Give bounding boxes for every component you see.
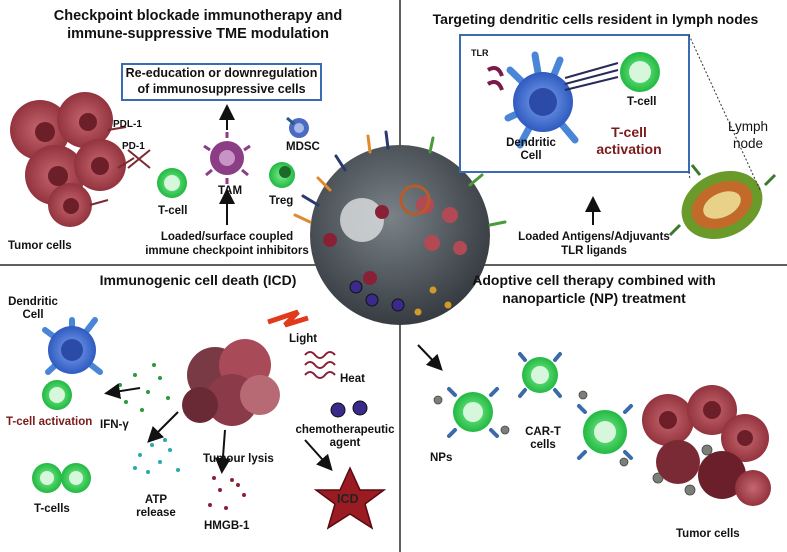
tumor-cell-icon: [182, 339, 280, 426]
tumor-cells-label-br: Tumor cells: [676, 528, 740, 540]
chemo-label: chemotherapeutic agent: [294, 424, 396, 450]
t-cell-icon: [620, 52, 660, 92]
ifn-dots-icon: [118, 363, 170, 412]
quadrant-title-bl: Immunogenic cell death (ICD): [99, 272, 297, 288]
chemo-line2: agent: [329, 437, 361, 449]
dendritic-cell-icon: [42, 317, 103, 375]
t-cell-icon: [157, 168, 187, 198]
nps-label: NPs: [430, 452, 453, 464]
activation-tr-line2: activation: [596, 141, 662, 157]
tumour-lysis-label: Tumour lysis: [203, 453, 274, 465]
lymph-node-label: Lymph node: [718, 118, 778, 152]
atp-dots-icon: [133, 438, 180, 474]
reeducation-box: Re-education or downregulation of immuno…: [121, 63, 322, 101]
box-line1: Re-education or downregulation: [125, 66, 318, 80]
tam-icon: [203, 132, 251, 184]
cart-line1: CAR-T: [525, 426, 561, 438]
dendritic-cell-icon: [504, 51, 579, 149]
loaded-inhibitors-line1: Loaded/surface coupled: [160, 231, 294, 243]
hmgb-label: HMGB-1: [204, 520, 250, 532]
loaded-inhibitors-line2: immune checkpoint inhibitors: [145, 245, 309, 257]
tcell-label-tl: T-cell: [158, 205, 188, 217]
nanoparticle-icon: [293, 130, 507, 325]
tcell-label-tr: T-cell: [627, 96, 657, 108]
pdl1-label: PDL-1: [113, 119, 142, 130]
mdsc-label: MDSC: [286, 141, 320, 153]
atp-label: ATP release: [126, 494, 186, 520]
activation-tr-line1: T-cell: [611, 124, 647, 140]
dendritic-label-tr: Dendritic Cell: [500, 137, 562, 163]
car-t-cell-icon: [447, 352, 633, 460]
chemo-line1: chemotherapeutic: [295, 424, 395, 436]
title-br-line1: Adoptive cell therapy combined with: [472, 272, 716, 288]
lymph-node-icon: [668, 164, 777, 240]
dendritic-label-bl: Dendritic Cell: [5, 296, 61, 322]
quadrant-title-br: Adoptive cell therapy combined with nano…: [405, 271, 783, 307]
tcell-activation-label: T-cell activation: [6, 416, 93, 428]
treg-icon: [269, 162, 295, 188]
cart-line2: cells: [530, 439, 556, 451]
quadrant-title-tr: Targeting dendritic cells resident in ly…: [432, 11, 759, 27]
atp-line2: release: [136, 507, 176, 519]
icd-label: ICD: [337, 492, 359, 506]
pd1-label: PD-1: [122, 141, 145, 152]
chemo-icon: [330, 400, 368, 418]
dendritic-bl-line2: Cell: [22, 309, 44, 321]
hmgb-dots-icon: [208, 476, 246, 510]
t-cell-icon: [32, 463, 91, 493]
cart-label: CAR-T cells: [518, 426, 568, 452]
heat-wave-icon: [304, 351, 336, 379]
title-tl-line1: Checkpoint blockade immunotherapy and: [53, 8, 343, 24]
tumor-cells-label-tl: Tumor cells: [8, 240, 72, 252]
tcells-label: T-cells: [34, 503, 70, 515]
tlr-label: TLR: [471, 48, 489, 58]
title-tl-line2: immune-suppressive TME modulation: [67, 26, 329, 42]
loaded-inhibitors-label: Loaded/surface coupled immune checkpoint…: [143, 230, 311, 258]
t-cell-icon: [42, 380, 72, 410]
dendritic-bl-line1: Dendritic: [8, 296, 58, 308]
dendritic-tr-line2: Cell: [520, 150, 542, 162]
loaded-antigens-line2: TLR ligands: [561, 245, 627, 257]
heat-label: Heat: [340, 373, 365, 385]
tlr-icon: [486, 66, 504, 91]
loaded-antigens-line1: Loaded Antigens/Adjuvants: [518, 231, 670, 243]
title-br-line2: nanoparticle (NP) treatment: [502, 290, 686, 306]
atp-line1: ATP: [144, 494, 168, 506]
activation-label-tr: T-cell activation: [588, 124, 670, 158]
ifn-label: IFN-γ: [100, 419, 129, 431]
treg-label: Treg: [269, 195, 294, 207]
mdsc-icon: [286, 116, 309, 138]
tumor-cell-icon: [642, 385, 771, 506]
tumor-cell-icon: [10, 92, 126, 227]
lymph-line2: node: [732, 136, 764, 151]
box-line2: of immunosuppressive cells: [137, 82, 306, 96]
light-label: Light: [289, 333, 318, 345]
pd1-block-icon: [127, 149, 151, 169]
dendritic-tr-line1: Dendritic: [506, 137, 556, 149]
tam-label: TAM: [218, 185, 243, 197]
quadrant-title-tl: Checkpoint blockade immunotherapy and im…: [18, 7, 378, 43]
loaded-antigens-label: Loaded Antigens/Adjuvants TLR ligands: [506, 230, 682, 258]
lightning-icon: [267, 309, 309, 328]
icd-star-icon: [313, 466, 387, 530]
lymph-line1: Lymph: [727, 119, 769, 134]
